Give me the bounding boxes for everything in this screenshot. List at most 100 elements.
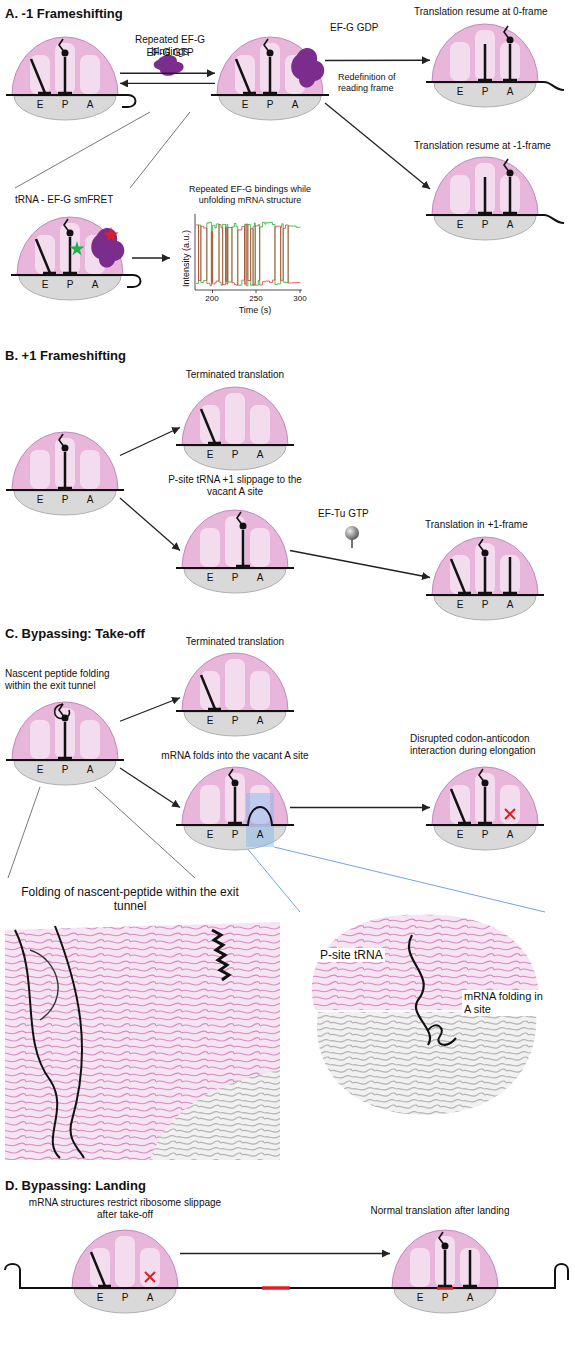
- site-lobe: [500, 555, 520, 594]
- trna: [503, 212, 517, 215]
- site-lobe: [460, 1248, 480, 1287]
- trna: [201, 409, 221, 443]
- site-lobe: [475, 30, 495, 81]
- site-lobe: [450, 785, 470, 824]
- annotation: 300: [285, 294, 315, 304]
- site-label: P: [64, 279, 76, 291]
- site-label: E: [39, 279, 51, 291]
- zoom-line: [274, 847, 545, 912]
- trna: [458, 822, 471, 825]
- trna: [36, 239, 50, 273]
- trna: [479, 539, 485, 553]
- trna: [504, 159, 510, 173]
- fret-trace-plot: [300, 290, 301, 293]
- trna: [201, 409, 215, 443]
- trna: [58, 757, 72, 760]
- mrna-strand: [386, 1287, 504, 1289]
- site-lobe: [200, 785, 220, 824]
- small-subunit: [14, 761, 116, 785]
- site-label: E: [204, 829, 216, 841]
- site-lobe: [450, 42, 470, 81]
- annotation: Disrupted codon-anticodon interaction du…: [410, 733, 560, 757]
- site-lobe: [115, 1236, 135, 1287]
- trna: [31, 59, 51, 93]
- mrna-strand: [6, 94, 124, 96]
- ribosome: EPA: [10, 700, 120, 785]
- annotation: EF-Tu GTP: [318, 508, 388, 520]
- site-lobe: [260, 43, 280, 94]
- trna: [228, 769, 242, 823]
- site-label: P: [229, 572, 241, 584]
- acceptor-trace: [196, 224, 300, 286]
- site-label: P: [439, 1292, 451, 1304]
- reaction-arrow: [120, 428, 180, 456]
- trna: [31, 59, 45, 93]
- trna: [484, 44, 487, 80]
- ribosome: EPA: [180, 651, 290, 736]
- reaction-arrow: [120, 498, 180, 551]
- trna: [269, 57, 272, 93]
- site-lobe: [235, 55, 255, 94]
- site-label: E: [454, 219, 466, 231]
- trna: [59, 39, 65, 53]
- site-label: A: [84, 764, 96, 776]
- ribosome: EPA: [180, 385, 290, 470]
- site-lobe: [55, 43, 75, 94]
- trna: [478, 177, 492, 213]
- reaction-arrow: [180, 1253, 390, 1254]
- mrna-mark: [437, 1286, 453, 1290]
- panel-title: D. Bypassing: Landing: [5, 1178, 225, 1194]
- trna: [469, 1250, 472, 1286]
- zoom-line: [246, 847, 300, 912]
- trna: [43, 272, 56, 275]
- annotation: Redefinition of reading frame: [338, 72, 418, 94]
- site-label: P: [59, 764, 71, 776]
- site-lobe: [250, 405, 270, 444]
- site-label: A: [84, 494, 96, 506]
- trna: [509, 177, 512, 213]
- ribosome-structure: [409, 935, 430, 1045]
- site-label: P: [479, 219, 491, 231]
- ribosome: EPA: [10, 430, 120, 515]
- trna: [478, 79, 492, 82]
- trna: [458, 592, 471, 595]
- site-label: A: [504, 219, 516, 231]
- mrna-strand: [211, 94, 329, 96]
- trna: [243, 92, 256, 95]
- site-lobe: [80, 720, 100, 759]
- fret-trace-plot: [195, 214, 196, 290]
- highlight: [246, 793, 274, 847]
- mrna-strand: [426, 214, 544, 216]
- small-subunit: [394, 1289, 496, 1313]
- trna: [98, 1285, 111, 1288]
- ribosome-structure: [428, 1025, 456, 1044]
- trna: [451, 789, 471, 823]
- site-label: A: [254, 572, 266, 584]
- annotation: mRNA folding in A site: [462, 990, 546, 1016]
- trna: [234, 787, 237, 823]
- trna: [59, 704, 65, 718]
- trna: [69, 237, 72, 273]
- trna: [439, 1232, 445, 1246]
- site-label: P: [229, 715, 241, 727]
- trna: [91, 1252, 105, 1286]
- trna: [64, 219, 70, 233]
- zoom-line: [95, 787, 195, 878]
- trna: [63, 219, 77, 273]
- ribosome: EPA: [10, 35, 120, 120]
- disrupted-pairing: [505, 809, 515, 819]
- ef-g-protein: [291, 48, 324, 88]
- large-subunit: [12, 702, 118, 760]
- large-subunit: [182, 653, 288, 711]
- small-subunit: [14, 96, 116, 120]
- exit-tunnel-structure: [30, 950, 58, 1020]
- large-subunit: [432, 767, 538, 825]
- ribosome: EPA: [430, 765, 540, 850]
- trna: [58, 434, 72, 488]
- trna: [208, 708, 221, 711]
- site-lobe: [90, 1248, 110, 1287]
- trna: [208, 442, 221, 445]
- trna: [236, 59, 250, 93]
- trna: [451, 789, 465, 823]
- small-subunit: [19, 276, 121, 300]
